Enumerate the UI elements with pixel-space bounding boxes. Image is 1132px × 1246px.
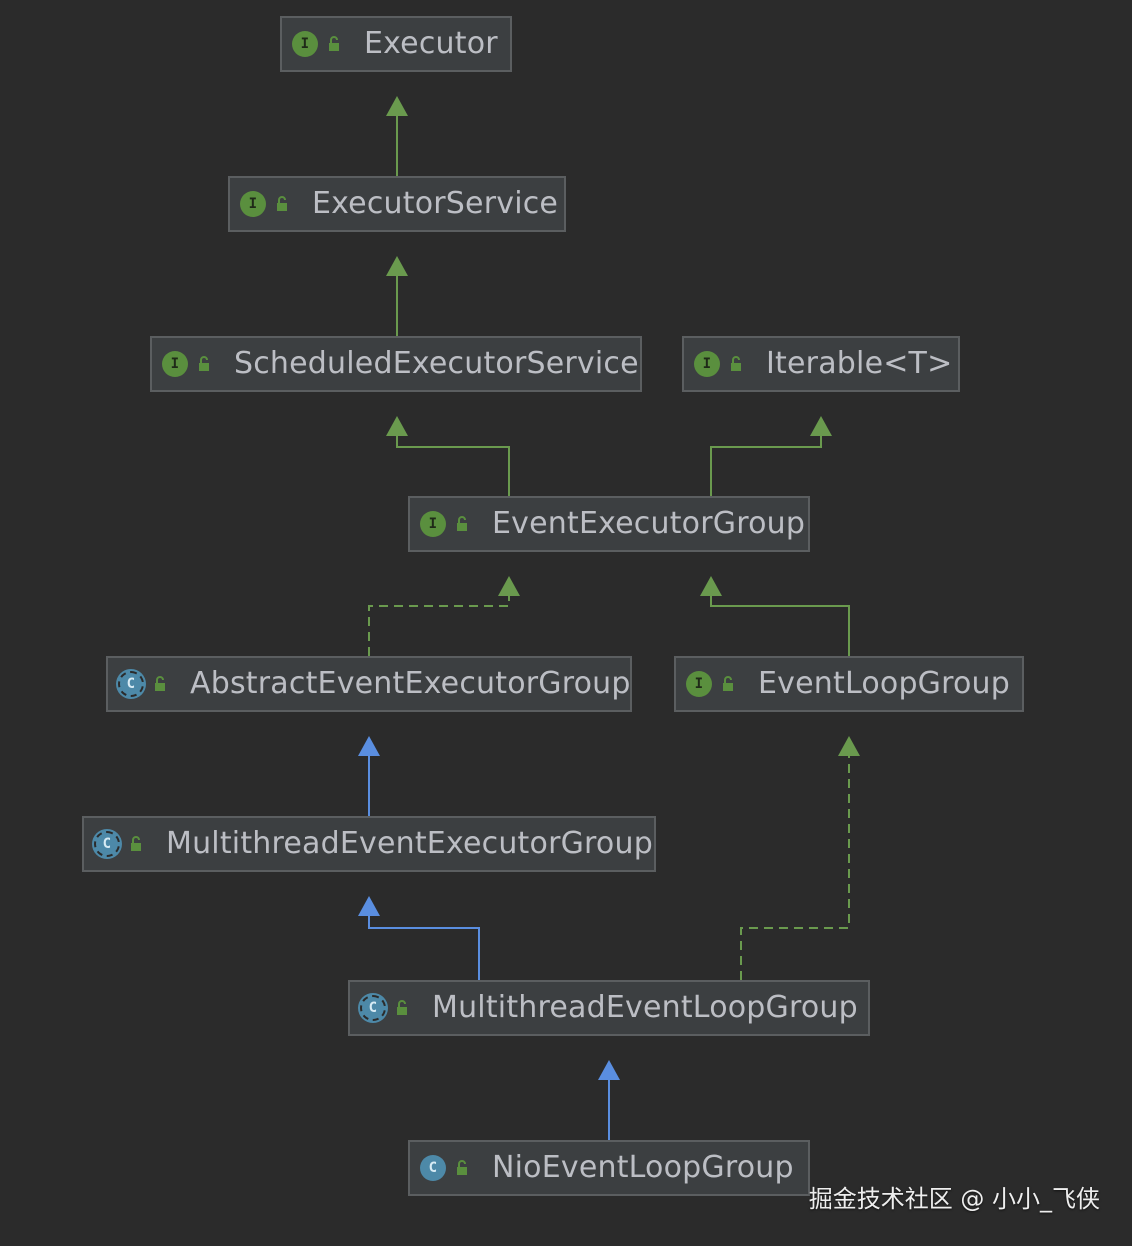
arrowhead (358, 736, 380, 756)
public-access-icon (457, 516, 467, 531)
class-icon: C (420, 1155, 446, 1181)
node-event-loop-group[interactable]: I EventLoopGroup (674, 656, 1024, 712)
interface-icon: I (420, 511, 446, 537)
arrowhead (810, 416, 832, 436)
node-abstract-event-executor-group[interactable]: C AbstractEventExecutorGroup (106, 656, 632, 712)
node-label: NioEventLoopGroup (492, 1150, 794, 1185)
arrowhead (358, 896, 380, 916)
interface-icon: I (162, 351, 188, 377)
abstract-class-icon: C (94, 831, 120, 857)
public-access-icon (199, 356, 209, 371)
node-label: MultithreadEventExecutorGroup (166, 826, 653, 861)
public-access-icon (155, 676, 165, 691)
interface-icon: I (292, 31, 318, 57)
public-access-icon (731, 356, 741, 371)
interface-icon: I (240, 191, 266, 217)
edge-extends (396, 436, 510, 496)
node-label: ExecutorService (312, 186, 559, 221)
node-executor-service[interactable]: I ExecutorService (228, 176, 566, 232)
node-label: Executor (364, 26, 498, 61)
node-label: EventExecutorGroup (492, 506, 806, 541)
node-label: ScheduledExecutorService (234, 346, 639, 381)
edge-class-extends (368, 916, 480, 980)
public-access-icon (457, 1160, 467, 1175)
arrowhead (386, 416, 408, 436)
edge-extends (710, 596, 850, 656)
watermark: 掘金技术社区 @ 小小_飞侠 (808, 1185, 1100, 1213)
node-scheduled-executor-service[interactable]: I ScheduledExecutorService (150, 336, 642, 392)
public-access-icon (131, 836, 141, 851)
public-access-icon (397, 1000, 407, 1015)
edge-extends (710, 436, 822, 496)
node-label: MultithreadEventLoopGroup (432, 990, 858, 1025)
arrowhead (598, 1060, 620, 1080)
node-multithread-event-loop-group[interactable]: C MultithreadEventLoopGroup (348, 980, 870, 1036)
edge-implements (368, 596, 510, 656)
public-access-icon (329, 36, 339, 51)
arrowhead (386, 96, 408, 116)
arrowhead (838, 736, 860, 756)
node-event-executor-group[interactable]: I EventExecutorGroup (408, 496, 810, 552)
node-label: EventLoopGroup (758, 666, 1011, 701)
arrowhead (498, 576, 520, 596)
node-label: Iterable<T> (766, 346, 953, 381)
abstract-class-icon: C (118, 671, 144, 697)
public-access-icon (723, 676, 733, 691)
abstract-class-icon: C (360, 995, 386, 1021)
interface-icon: I (694, 351, 720, 377)
node-label: AbstractEventExecutorGroup (190, 666, 631, 701)
public-access-icon (277, 196, 287, 211)
node-executor[interactable]: I Executor (280, 16, 512, 72)
edge-implements (740, 756, 850, 980)
arrowhead (700, 576, 722, 596)
interface-icon: I (686, 671, 712, 697)
node-iterable[interactable]: I Iterable<T> (682, 336, 960, 392)
node-multithread-event-executor-group[interactable]: C MultithreadEventExecutorGroup (82, 816, 656, 872)
node-nio-event-loop-group[interactable]: C NioEventLoopGroup (408, 1140, 810, 1196)
arrowhead (386, 256, 408, 276)
